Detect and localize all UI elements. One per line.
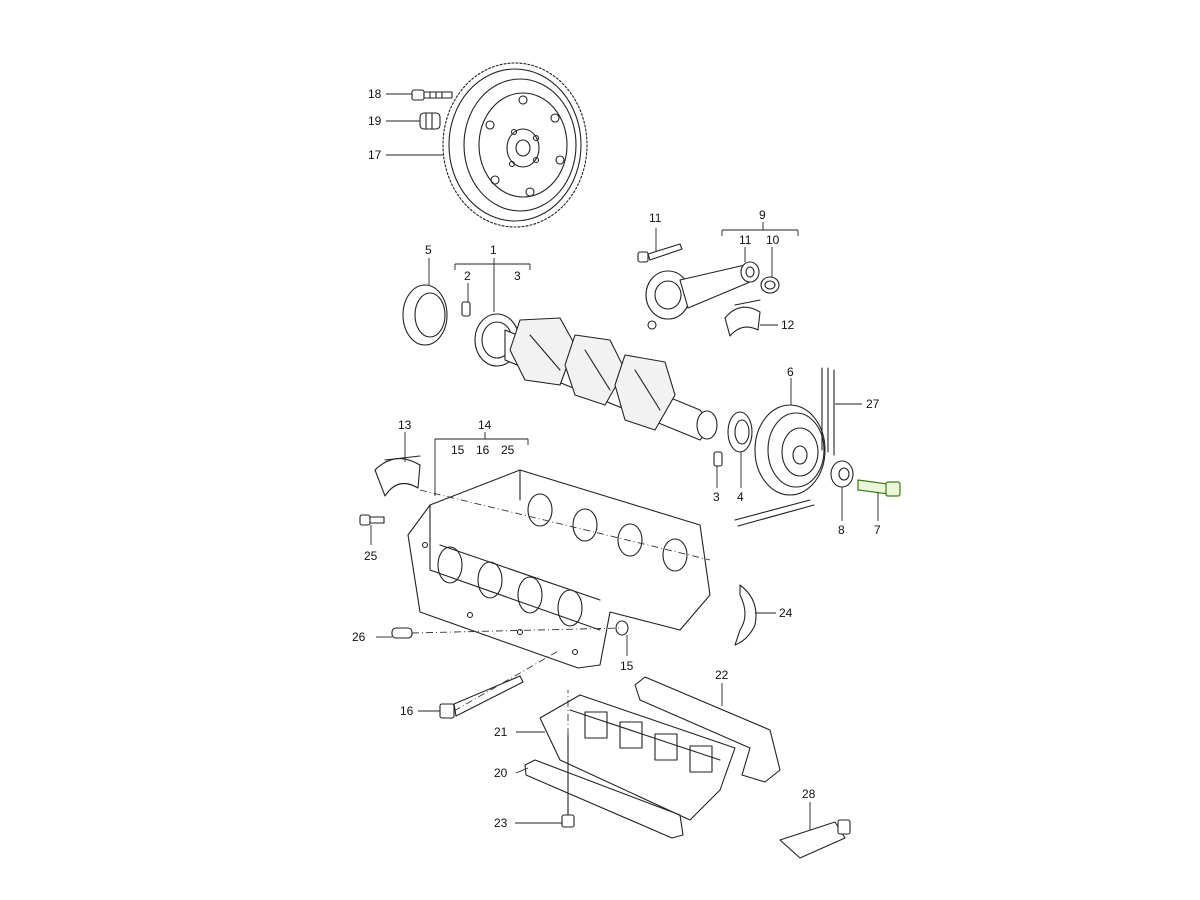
callout-labels: 1 2 3 3 4 5 6 7 8 9 10 11 11 12 13 14 15… [352, 87, 881, 830]
oil-pan-gasket[interactable] [524, 759, 684, 839]
callout-12: 12 [781, 318, 795, 332]
small-end-bush[interactable] [760, 276, 780, 294]
callout-1: 1 [490, 243, 497, 257]
callout-15-sleeve: 15 [620, 659, 634, 673]
crankcase-bolt[interactable] [439, 675, 524, 719]
callout-6: 6 [787, 365, 794, 379]
pilot-bearing-bush[interactable] [419, 112, 441, 130]
rear-crankshaft-seal[interactable] [402, 284, 448, 346]
front-crankshaft-seal[interactable] [727, 411, 753, 453]
belt-pulley[interactable] [754, 404, 826, 496]
assembly-centerlines [411, 489, 711, 735]
crankshaft[interactable] [474, 313, 718, 441]
callout-11-bracket: 11 [739, 233, 752, 247]
pulley-bolt[interactable] [857, 479, 901, 497]
callout-20: 20 [494, 766, 508, 780]
callout-8: 8 [838, 523, 845, 537]
callout-14: 14 [478, 418, 492, 432]
sealant-tube[interactable] [779, 819, 851, 859]
callout-15: 15 [451, 443, 465, 457]
connecting-rod[interactable] [645, 261, 760, 330]
leader-lines [370, 93, 879, 830]
callout-5: 5 [425, 243, 432, 257]
callout-3-front: 3 [713, 490, 720, 504]
drive-belt[interactable] [734, 367, 835, 527]
callout-24: 24 [779, 606, 793, 620]
sealing-frame-gasket[interactable] [634, 676, 781, 783]
callout-25: 25 [501, 443, 515, 457]
callout-18: 18 [368, 87, 382, 101]
callout-4: 4 [737, 490, 744, 504]
callout-13: 13 [398, 418, 412, 432]
pulley-washer[interactable] [830, 460, 854, 488]
rod-bearing-shells[interactable] [724, 299, 761, 337]
oil-pan-insert[interactable] [539, 694, 736, 821]
callout-9: 9 [759, 208, 766, 222]
thrust-washer[interactable] [734, 584, 757, 646]
callout-22: 22 [715, 668, 729, 682]
callout-21: 21 [494, 725, 508, 739]
callout-28: 28 [802, 787, 816, 801]
callout-19: 19 [368, 114, 382, 128]
callout-3: 3 [514, 269, 521, 283]
callout-11: 11 [649, 211, 662, 225]
oil-pan-screw[interactable] [561, 734, 575, 828]
callout-17: 17 [368, 148, 382, 162]
callout-16-bolt: 16 [400, 704, 414, 718]
crankcase[interactable] [407, 469, 711, 669]
callout-7: 7 [874, 523, 881, 537]
dowel-pin[interactable] [461, 301, 471, 317]
callout-2: 2 [464, 269, 471, 283]
callout-26: 26 [352, 630, 366, 644]
screw-plug[interactable] [359, 514, 385, 526]
callout-23: 23 [494, 816, 508, 830]
sleeve-pin[interactable] [391, 627, 413, 639]
callout-25-plug: 25 [364, 549, 378, 563]
main-bearing-shell[interactable] [374, 455, 421, 497]
flywheel-bolt[interactable] [411, 89, 453, 101]
dowel-pin-front[interactable] [713, 451, 723, 467]
flywheel[interactable] [442, 62, 588, 228]
callout-27: 27 [866, 397, 880, 411]
callout-10: 10 [766, 233, 780, 247]
callout-16: 16 [476, 443, 490, 457]
rod-bolt[interactable] [637, 243, 683, 263]
